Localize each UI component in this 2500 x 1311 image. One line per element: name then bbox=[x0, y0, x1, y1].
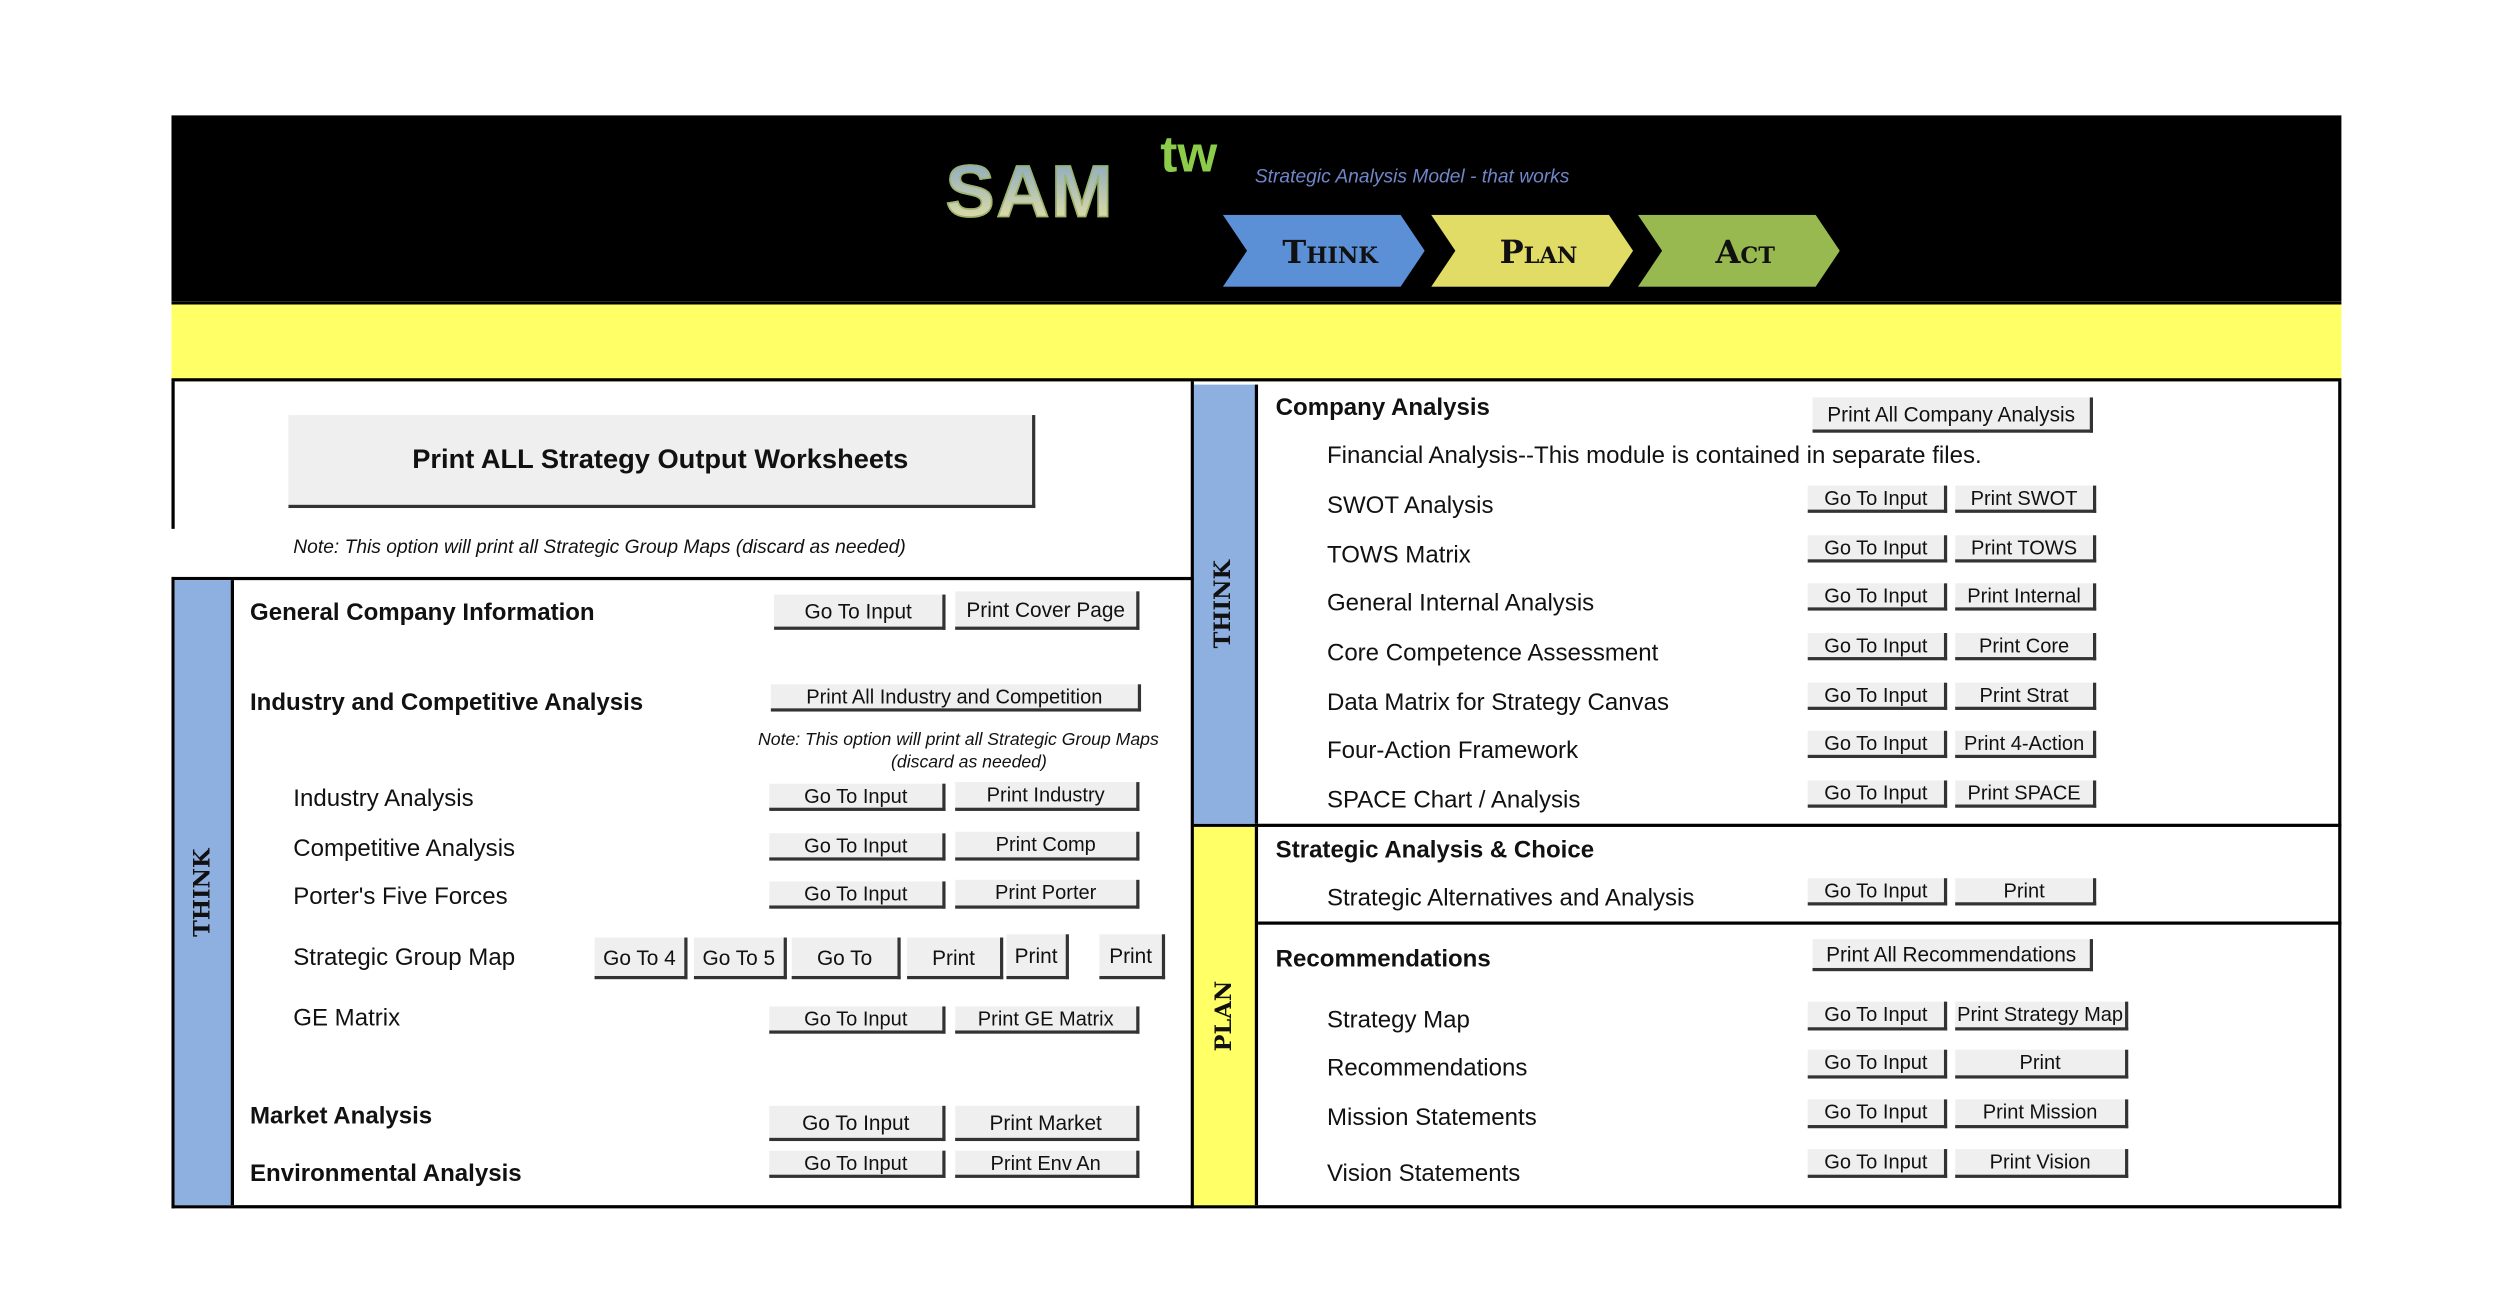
divider bbox=[171, 1205, 2342, 1209]
strategic-group-map-button[interactable]: Go To bbox=[791, 937, 901, 980]
row-label: Recommendations bbox=[1326, 1054, 1528, 1082]
go-to-input-button[interactable]: Go To Input bbox=[1807, 878, 1948, 906]
row-label: Strategy Map bbox=[1326, 1006, 1470, 1034]
print-cover-page-button[interactable]: Print Cover Page bbox=[955, 591, 1140, 630]
industry-note: Note: This option will print all Strateg… bbox=[758, 730, 1159, 751]
chevron-think: Think bbox=[1222, 214, 1425, 287]
row-label: SWOT Analysis bbox=[1326, 491, 1494, 520]
print-button[interactable]: Print SPACE bbox=[1955, 780, 2097, 808]
go-to-input-button[interactable]: Go To Input bbox=[1807, 485, 1948, 513]
row-label: Four-Action Framework bbox=[1326, 737, 1579, 765]
print-button[interactable]: Print Core bbox=[1955, 633, 2097, 661]
print-button[interactable]: Print bbox=[1955, 1049, 2129, 1079]
recommendations-heading: Recommendations bbox=[1275, 945, 1491, 973]
print-all-worksheets-button[interactable]: Print ALL Strategy Output Worksheets bbox=[288, 415, 1036, 509]
print-all-company-button[interactable]: Print All Company Analysis bbox=[1812, 397, 2093, 433]
row-label: Porter's Five Forces bbox=[293, 883, 508, 911]
row-label: Industry Analysis bbox=[293, 785, 474, 813]
row-label: Competitive Analysis bbox=[293, 834, 516, 863]
go-to-input-button[interactable]: Go To Input bbox=[769, 881, 946, 909]
industry-note: (discard as needed) bbox=[891, 753, 1047, 773]
print-env-button[interactable]: Print Env An bbox=[955, 1150, 1140, 1178]
row-label: Core Competence Assessment bbox=[1326, 639, 1659, 667]
go-to-input-button[interactable]: Go To Input bbox=[1807, 1149, 1948, 1178]
divider bbox=[171, 381, 175, 529]
print-button[interactable]: Print TOWS bbox=[1955, 535, 2097, 563]
chevron-plan: Plan bbox=[1431, 214, 1634, 287]
divider bbox=[1258, 921, 2342, 925]
print-button[interactable]: Print Internal bbox=[1955, 583, 2097, 611]
strategic-group-map-button[interactable]: Print bbox=[1006, 934, 1069, 980]
go-to-input-button[interactable]: Go To Input bbox=[1807, 583, 1948, 611]
print-button[interactable]: Print SWOT bbox=[1955, 485, 2097, 513]
divider bbox=[171, 576, 1194, 581]
row-label: TOWS Matrix bbox=[1326, 541, 1471, 569]
go-to-input-button[interactable]: Go To Input bbox=[1807, 633, 1948, 661]
divider bbox=[1193, 823, 2342, 827]
strategic-choice-heading: Strategic Analysis & Choice bbox=[1275, 836, 1595, 864]
go-to-input-button[interactable]: Go To Input bbox=[769, 1006, 946, 1034]
market-analysis-heading: Market Analysis bbox=[250, 1102, 433, 1130]
tw-logo: tw bbox=[1160, 125, 1218, 183]
go-to-input-button[interactable]: Go To Input bbox=[1807, 1001, 1948, 1031]
print-button[interactable]: Print Strategy Map bbox=[1955, 1001, 2129, 1031]
row-label: General Internal Analysis bbox=[1326, 589, 1595, 618]
company-analysis-heading: Company Analysis bbox=[1275, 394, 1490, 422]
yellow-band bbox=[171, 301, 2342, 382]
go-to-input-button[interactable]: Go To Input bbox=[769, 833, 946, 861]
go-to-input-button[interactable]: Go To Input bbox=[1807, 730, 1948, 759]
think-label: THINK bbox=[189, 848, 216, 937]
plan-side-bar: PLAN bbox=[1193, 826, 1259, 1206]
think-side-bar: THINK bbox=[174, 580, 234, 1206]
think-label: THINK bbox=[1211, 559, 1238, 649]
chevron-act: Act bbox=[1637, 214, 1840, 287]
go-to-input-button[interactable]: Go To Input bbox=[1807, 1049, 1948, 1079]
strategic-group-map-label: Strategic Group Map bbox=[293, 943, 516, 972]
row-label: Vision Statements bbox=[1326, 1160, 1521, 1188]
go-to-input-button[interactable]: Go To Input bbox=[1807, 1099, 1948, 1129]
financial-analysis-note: Financial Analysis--This module is conta… bbox=[1326, 442, 1982, 470]
ge-matrix-label: GE Matrix bbox=[293, 1004, 401, 1033]
general-go-to-input-button[interactable]: Go To Input bbox=[774, 594, 946, 630]
strategic-group-map-button[interactable]: Print bbox=[1099, 934, 1166, 980]
go-to-input-button[interactable]: Go To Input bbox=[1807, 682, 1948, 710]
think-side-bar-right: THINK bbox=[1193, 384, 1259, 824]
row-label: Mission Statements bbox=[1326, 1104, 1537, 1132]
industry-competitive-heading: Industry and Competitive Analysis bbox=[250, 689, 644, 717]
sam-logo: SAM bbox=[945, 148, 1115, 233]
print-button[interactable]: Print Comp bbox=[955, 831, 1140, 861]
print-all-recommendations-button[interactable]: Print All Recommendations bbox=[1812, 939, 2093, 972]
divider bbox=[171, 576, 175, 1209]
print-button[interactable]: Print 4-Action bbox=[1955, 730, 2097, 759]
go-to-input-button[interactable]: Go To Input bbox=[1807, 780, 1948, 808]
divider bbox=[1190, 381, 1194, 1209]
strategic-group-map-button[interactable]: Go To 5 bbox=[693, 937, 787, 980]
print-button[interactable]: Print Mission bbox=[1955, 1099, 2129, 1129]
row-label: Data Matrix for Strategy Canvas bbox=[1326, 689, 1669, 717]
print-button[interactable]: Print Industry bbox=[955, 782, 1140, 811]
strategic-group-map-button[interactable]: Go To 4 bbox=[594, 937, 688, 980]
plan-label: PLAN bbox=[1211, 980, 1238, 1052]
note-print-all: Note: This option will print all Strateg… bbox=[293, 535, 906, 558]
print-button[interactable]: Print Vision bbox=[1955, 1149, 2129, 1178]
divider bbox=[2338, 381, 2342, 1209]
row-label: SPACE Chart / Analysis bbox=[1326, 786, 1581, 815]
print-button[interactable]: Print Porter bbox=[955, 879, 1140, 909]
tagline: Strategic Analysis Model - that works bbox=[1254, 165, 1570, 188]
environmental-analysis-heading: Environmental Analysis bbox=[250, 1160, 522, 1188]
general-company-info-heading: General Company Information bbox=[250, 599, 595, 627]
go-to-input-button[interactable]: Go To Input bbox=[769, 1105, 946, 1142]
print-button[interactable]: Print Strat bbox=[1955, 682, 2097, 710]
go-to-input-button[interactable]: Go To Input bbox=[769, 783, 946, 811]
print-ge-matrix-button[interactable]: Print GE Matrix bbox=[955, 1006, 1140, 1034]
print-button[interactable]: Print bbox=[1955, 878, 2097, 906]
go-to-input-button[interactable]: Go To Input bbox=[769, 1150, 946, 1178]
row-label: Strategic Alternatives and Analysis bbox=[1326, 884, 1695, 912]
print-all-industry-button[interactable]: Print All Industry and Competition bbox=[770, 684, 1142, 712]
go-to-input-button[interactable]: Go To Input bbox=[1807, 535, 1948, 563]
strategic-group-map-button[interactable]: Print bbox=[907, 937, 1004, 980]
print-market-button[interactable]: Print Market bbox=[955, 1105, 1140, 1142]
